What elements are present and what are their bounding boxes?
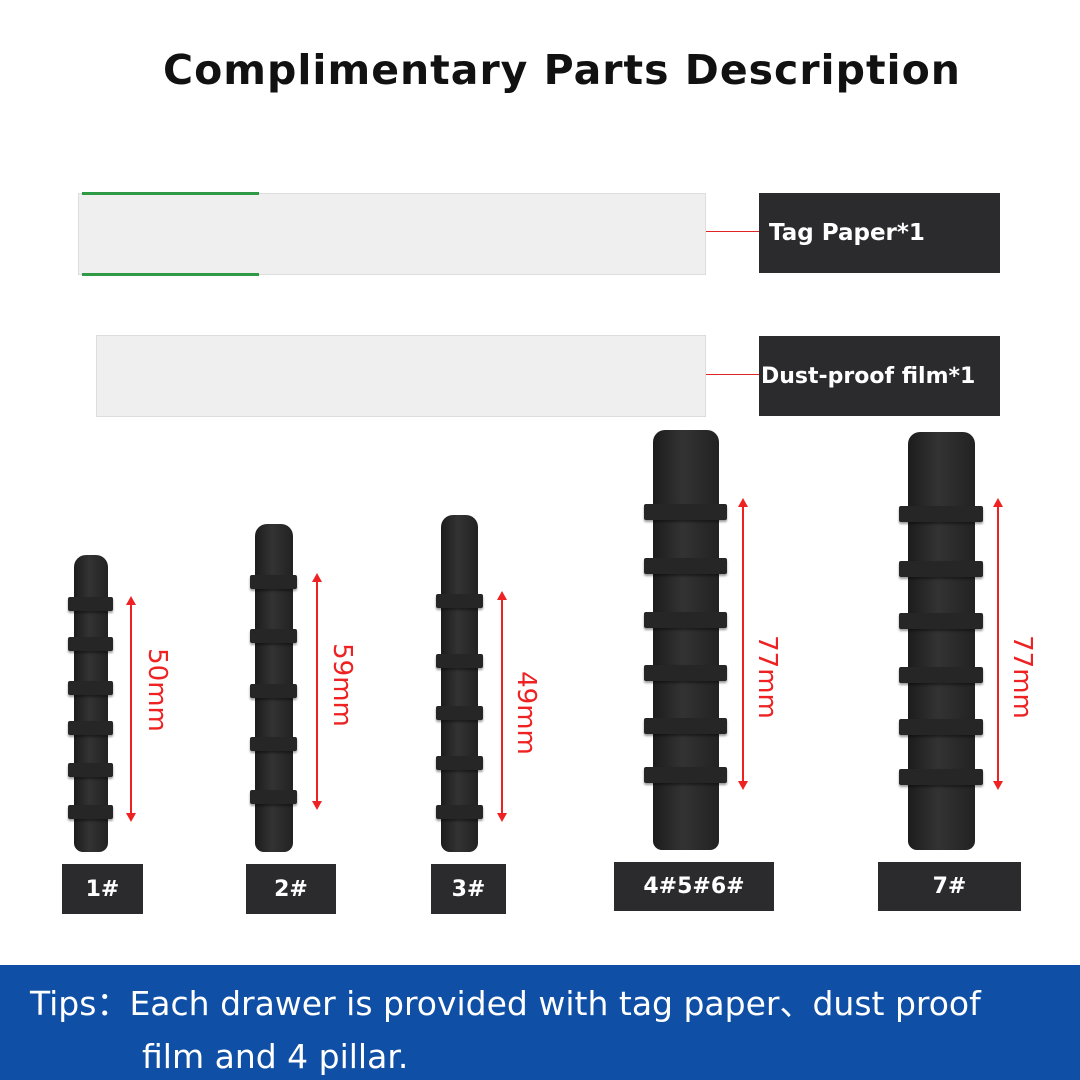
pillar-rib	[899, 719, 983, 735]
pillar-rib	[644, 612, 727, 628]
dimension-arrow-icon	[312, 573, 322, 810]
tag-paper-label: Tag Paper*1	[759, 193, 1000, 273]
pillar-rib	[436, 654, 483, 668]
pillar-rib	[644, 558, 727, 574]
pillar-rib	[899, 667, 983, 683]
pillar-rib	[68, 763, 113, 777]
pillar-length: 49mm	[511, 671, 541, 755]
pillar-image	[653, 430, 719, 850]
pillar-image	[441, 515, 478, 852]
pillar-number-label: 3#	[431, 864, 506, 914]
dimension-arrow-icon	[126, 596, 136, 822]
dust-proof-film-image	[96, 335, 706, 417]
pillar-rib	[644, 718, 727, 734]
tag-paper-green-edge	[82, 192, 259, 195]
pillar-rib	[436, 805, 483, 819]
pillar-rib	[250, 629, 297, 643]
pillar-rib	[899, 561, 983, 577]
pillar-image	[908, 432, 975, 850]
pillar-rib	[68, 805, 113, 819]
tips-line-1: Tips：Each drawer is provided with tag pa…	[30, 984, 981, 1023]
pillar-rib	[68, 637, 113, 651]
pillar-length: 77mm	[1007, 635, 1037, 719]
pillar-rib	[644, 665, 727, 681]
page-title: Complimentary Parts Description	[163, 46, 961, 94]
dust-proof-film-label: Dust-proof film*1	[759, 336, 1000, 416]
pillar-length: 77mm	[752, 635, 782, 719]
tips-banner: Tips：Each drawer is provided with tag pa…	[0, 965, 1080, 1080]
callout-line	[706, 231, 760, 232]
dimension-arrow-icon	[497, 591, 507, 822]
callout-line	[706, 374, 760, 375]
pillar-rib	[436, 594, 483, 608]
dimension-arrow-icon	[738, 498, 748, 790]
tag-paper-image	[78, 193, 706, 275]
pillar-rib	[899, 613, 983, 629]
pillar-rib	[68, 721, 113, 735]
pillar-rib	[250, 684, 297, 698]
pillar-number-label: 2#	[246, 864, 336, 914]
pillar-rib	[436, 706, 483, 720]
pillar-number-label: 7#	[878, 862, 1021, 911]
pillar-length: 50mm	[142, 648, 172, 732]
pillar-rib	[644, 504, 727, 520]
pillar-rib	[250, 575, 297, 589]
pillar-rib	[436, 756, 483, 770]
pillar-rib	[644, 767, 727, 783]
pillar-rib	[250, 737, 297, 751]
pillar-rib	[68, 681, 113, 695]
pillar-number-label: 1#	[62, 864, 143, 914]
pillar-rib	[250, 790, 297, 804]
pillar-length: 59mm	[327, 643, 357, 727]
dimension-arrow-icon	[993, 498, 1003, 790]
pillar-rib	[68, 597, 113, 611]
tag-paper-green-edge	[82, 273, 259, 276]
tips-line-2: film and 4 pillar.	[142, 1037, 409, 1076]
pillar-rib	[899, 769, 983, 785]
pillar-number-label: 4#5#6#	[614, 862, 774, 911]
pillar-rib	[899, 506, 983, 522]
